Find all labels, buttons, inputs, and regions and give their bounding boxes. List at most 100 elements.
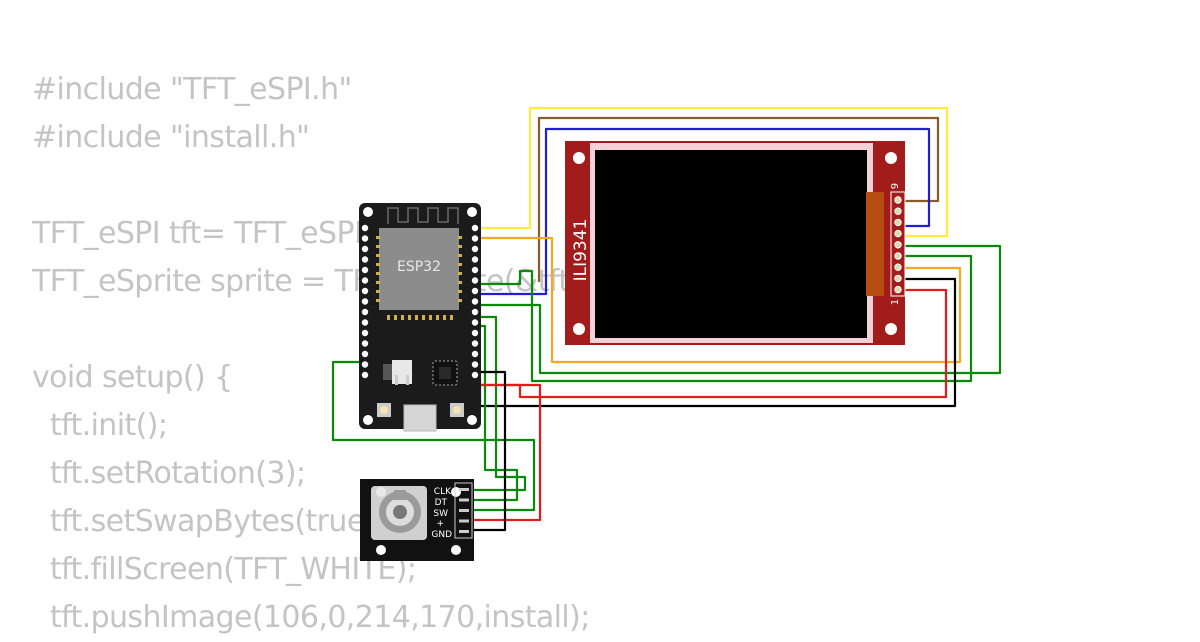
wire-yellow [476, 106, 949, 238]
encoder-knob-center [393, 505, 407, 519]
chip-pad [436, 315, 439, 320]
mounting-hole [573, 152, 585, 164]
wire-blue [476, 127, 931, 296]
esp32-left-pins [361, 224, 369, 379]
code-line: tft.fillScreen(TFT_WHITE); [32, 552, 417, 587]
mounting-hole [885, 152, 897, 164]
en-button[interactable] [450, 403, 464, 417]
code-background: #include "TFT_eSPI.h"#include "install.h… [32, 66, 591, 642]
esp32-pin [361, 329, 369, 337]
boot-button[interactable] [377, 403, 391, 417]
display-pin [894, 241, 902, 249]
chip-side-pads [376, 236, 462, 302]
mounting-hole [363, 207, 373, 217]
esp32-pin [361, 235, 369, 242]
esp32-pin [471, 277, 479, 284]
chip-pad [387, 315, 390, 320]
rotary-encoder[interactable]: CLK DT SW + GND [360, 479, 474, 561]
esp32-pin [361, 224, 369, 232]
esp32-pin [361, 371, 369, 379]
esp32-pin [361, 298, 369, 305]
mounting-hole [467, 415, 477, 425]
chip-pad [408, 315, 411, 320]
display-pin [894, 274, 902, 283]
esp32-pin [361, 277, 369, 284]
mounting-hole [451, 545, 461, 555]
chip-pad [422, 315, 425, 320]
code-line: tft.init(); [32, 408, 168, 443]
esp32-pin [471, 245, 479, 253]
display-pin [894, 252, 902, 260]
code-line: tft.setRotation(3); [32, 456, 306, 491]
display-pins [894, 196, 902, 294]
esp32-pin [361, 266, 369, 274]
usb-port [403, 404, 437, 432]
chip-pad [401, 315, 404, 320]
encoder-shaft-flat [394, 490, 406, 500]
display-screen [595, 150, 867, 338]
esp32-pin [471, 371, 479, 379]
chip-pad [458, 272, 462, 275]
usb-uart-chip [432, 360, 458, 386]
encoder-pin-label-dt: DT [435, 498, 448, 508]
esp32-chip-label: ESP32 [397, 259, 441, 275]
chip-pad [415, 315, 418, 320]
display-label: ILI9341 [571, 219, 591, 282]
display-pin [894, 285, 902, 294]
esp32-pin [471, 224, 479, 232]
wire-green-enc-sw [331, 360, 536, 512]
chip-pad [376, 254, 380, 257]
wire-green-enc-dt [472, 324, 519, 502]
chip-pad [458, 245, 462, 248]
mounting-hole [573, 323, 585, 335]
esp32-pin [361, 245, 369, 253]
code-line: void setup() { [32, 360, 233, 395]
chip-pad [443, 315, 446, 320]
ili9341-display[interactable]: ILI9341 1 9 [565, 141, 906, 345]
wire-black-enc-gnd [472, 370, 507, 532]
esp32-board[interactable]: ESP32 [359, 203, 481, 432]
encoder-pin [459, 498, 469, 502]
chip-pad [376, 236, 380, 239]
esp32-pin [361, 319, 369, 326]
chip-pad [376, 281, 380, 284]
wires [331, 106, 1002, 532]
code-line: tft.pushImage(106,0,214,170,install); [32, 600, 590, 635]
encoder-pin-label-gnd: GND [431, 530, 452, 540]
esp32-pin [471, 340, 479, 347]
esp32-pin [471, 319, 479, 326]
mounting-hole [376, 545, 386, 555]
chip-pad [429, 315, 432, 320]
display-pin [894, 263, 902, 271]
chip-pad [458, 236, 462, 239]
chip-pad [458, 263, 462, 266]
display-pin [894, 207, 902, 215]
wire-green-2 [476, 244, 1002, 375]
esp32-pin [361, 256, 369, 263]
encoder-pin-header [454, 482, 473, 539]
esp32-pin [361, 340, 369, 347]
display-connector [866, 192, 884, 296]
chip-pad [458, 290, 462, 293]
display-pin-last-label: 9 [890, 183, 901, 189]
chip-pad [376, 245, 380, 248]
chip-pad [376, 272, 380, 275]
chip-pad [394, 315, 397, 320]
chip-pad [376, 263, 380, 266]
esp32-pin [471, 235, 479, 242]
esp32-pin [471, 287, 479, 295]
chip-pad [458, 281, 462, 284]
wire-green-1 [476, 254, 973, 383]
display-pin-header [890, 191, 906, 297]
esp32-pin [471, 298, 479, 305]
chip-pad [458, 254, 462, 257]
encoder-pin [459, 488, 469, 491]
esp32-pin [471, 350, 479, 358]
encoder-pin-label-clk: CLK [434, 487, 452, 497]
esp32-pin [361, 308, 369, 316]
display-pin [894, 229, 902, 238]
wire-orange [476, 236, 962, 364]
wire-brown [537, 116, 940, 282]
mounting-hole [885, 323, 897, 335]
